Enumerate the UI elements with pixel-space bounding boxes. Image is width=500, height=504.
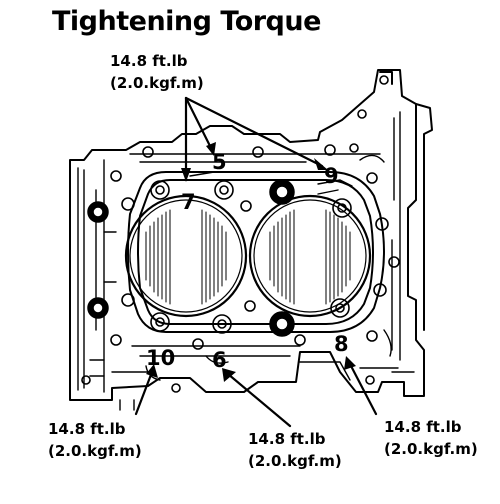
torque-value: 14.8 ft.lb — [248, 430, 326, 448]
bore-liner-ribs — [145, 209, 351, 305]
block-outline — [69, 69, 433, 401]
bolt-number-7: 7 — [181, 190, 196, 214]
bolt-number-9: 9 — [324, 164, 339, 188]
torque-value-metric: (2.0.kgf.m) — [384, 440, 478, 458]
gasket-bolt-holes — [81, 75, 400, 393]
torque-value: 14.8 ft.lb — [110, 52, 188, 70]
cylinder-bores — [124, 194, 372, 318]
torque-value-metric: (2.0.kgf.m) — [48, 442, 142, 460]
bolt-number-8: 8 — [334, 332, 349, 356]
torque-callout-bottom-middle: 14.8 ft.lb (2.0.kgf.m) — [248, 428, 342, 472]
bolt-number-6: 6 — [212, 348, 227, 372]
bolt-number-10: 10 — [146, 346, 176, 370]
torque-callout-top: 14.8 ft.lb (2.0.kgf.m) — [110, 50, 204, 94]
torque-callout-bottom-right: 14.8 ft.lb (2.0.kgf.m) — [384, 416, 478, 460]
torque-value: 14.8 ft.lb — [48, 420, 126, 438]
torque-value-metric: (2.0.kgf.m) — [248, 452, 342, 470]
diagram-title: Tightening Torque — [52, 6, 321, 37]
head-bolts-dark — [87, 179, 295, 337]
torque-value: 14.8 ft.lb — [384, 418, 462, 436]
block-inner-lines — [77, 111, 415, 411]
bolt-number-5: 5 — [212, 150, 227, 174]
torque-value-metric: (2.0.kgf.m) — [110, 74, 204, 92]
torque-callout-bottom-left: 14.8 ft.lb (2.0.kgf.m) — [48, 418, 142, 462]
leader-arrows — [134, 96, 378, 428]
